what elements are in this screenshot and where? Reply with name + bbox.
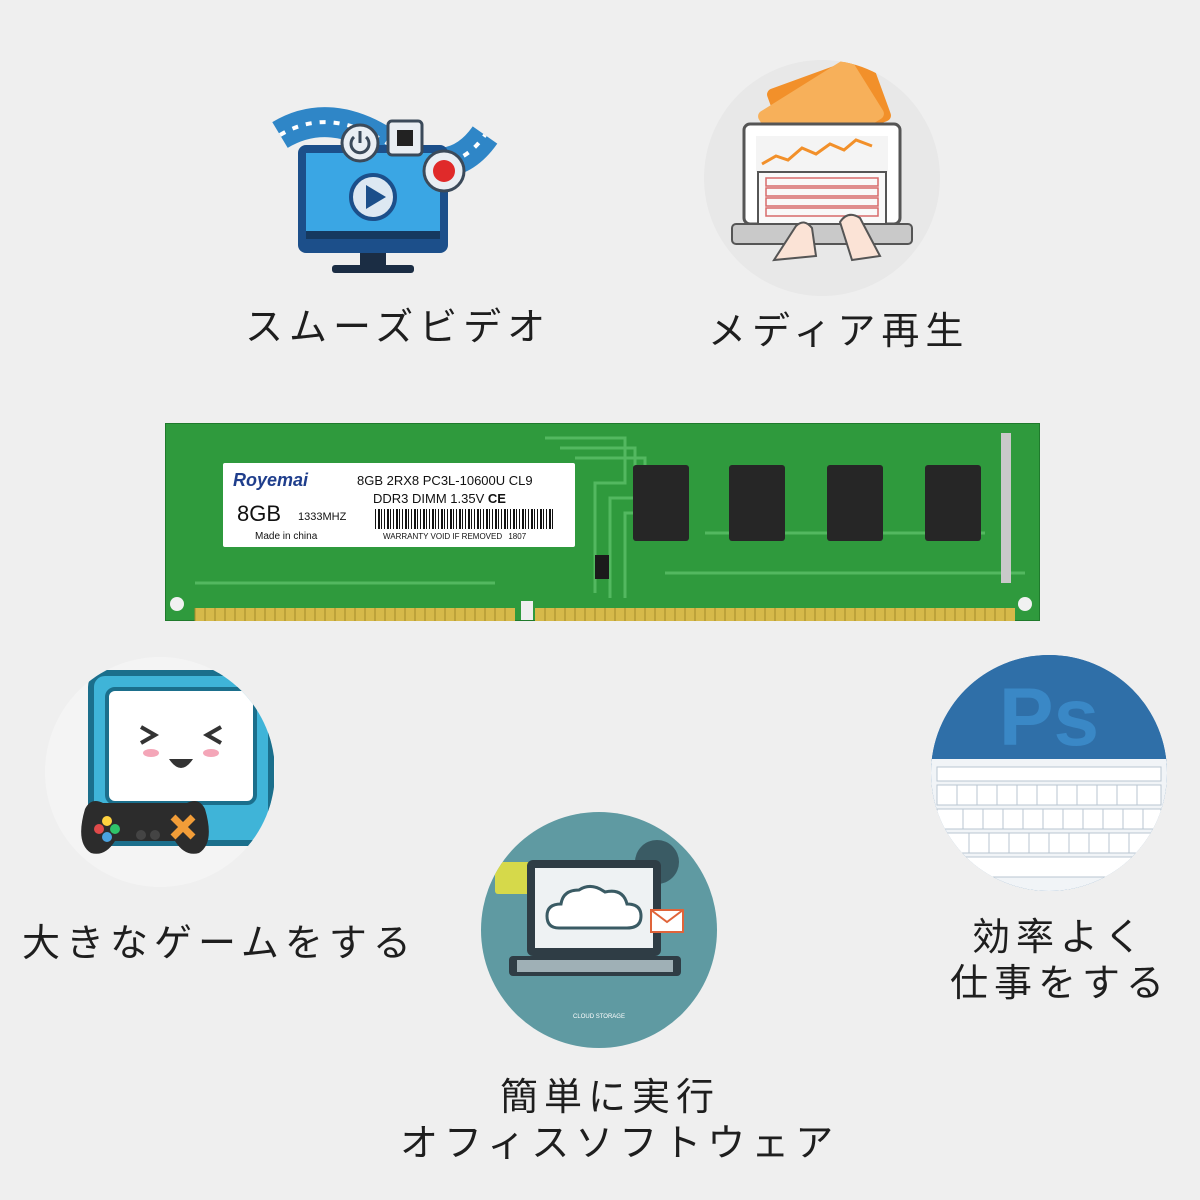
ram-module: Royemai 8GB 1333MHZ Made in china 8GB 2R…: [165, 423, 1040, 621]
feature-big-games: [45, 657, 275, 887]
feature-smooth-video: [270, 105, 500, 285]
memory-chips: [633, 465, 981, 541]
cloud-laptop-icon: CLOUD STORAGE: [495, 840, 684, 1020]
caption-media-playback: メディア再生: [708, 309, 970, 353]
feature-work-efficiently: Ps: [931, 655, 1167, 891]
caption-office-line-2: オフィスソフトウェア: [400, 1121, 840, 1165]
gaming-monitor-icon: [81, 670, 274, 854]
caption-big-games: 大きなゲームをする: [22, 921, 417, 965]
capacity-label: 8GB: [237, 501, 282, 526]
feature-office-software: CLOUD STORAGE: [481, 812, 717, 1048]
warranty-text: WARRANTY VOID IF REMOVED: [383, 532, 503, 541]
warranty-label: WARRANTY VOID IF REMOVED 1807: [383, 532, 526, 541]
speed-label: 1333MHZ: [298, 511, 347, 523]
caption-work-efficiently: 効率よく 仕事をする: [945, 914, 1175, 1006]
caption-work-line-1: 効率よく: [971, 915, 1148, 959]
lot-number: 1807: [508, 532, 527, 541]
video-monitor-icon: [272, 107, 498, 273]
barcode: [375, 509, 553, 529]
ram-label: Royemai 8GB 1333MHZ Made in china 8GB 2R…: [223, 463, 575, 547]
photoshop-logo-text: Ps: [999, 672, 1099, 763]
caption-office-software: 簡単に実行 オフィスソフトウェア: [400, 1074, 840, 1166]
spec-line-2-text: DDR3 DIMM 1.35V: [373, 491, 485, 506]
caption-smooth-video: スムーズビデオ: [245, 305, 552, 349]
brand-logo-text: Royemai: [233, 470, 309, 490]
caption-work-line-2: 仕事をする: [949, 961, 1170, 1005]
brand-logo: Royemai: [233, 470, 308, 491]
feature-media-playback: [704, 60, 940, 296]
spec-line-1: 8GB 2RX8 PC3L-10600U CL9: [357, 473, 533, 488]
cloud-caption: CLOUD STORAGE: [573, 1014, 625, 1020]
caption-office-line-1: 簡単に実行: [499, 1075, 720, 1119]
ce-mark: CE: [487, 491, 506, 506]
photoshop-keyboard-icon: Ps: [931, 655, 1167, 891]
origin-label: Made in china: [255, 531, 318, 542]
spec-line-2: DDR3 DIMM 1.35V CE: [373, 491, 506, 506]
laptop-typing-icon: [731, 60, 913, 262]
